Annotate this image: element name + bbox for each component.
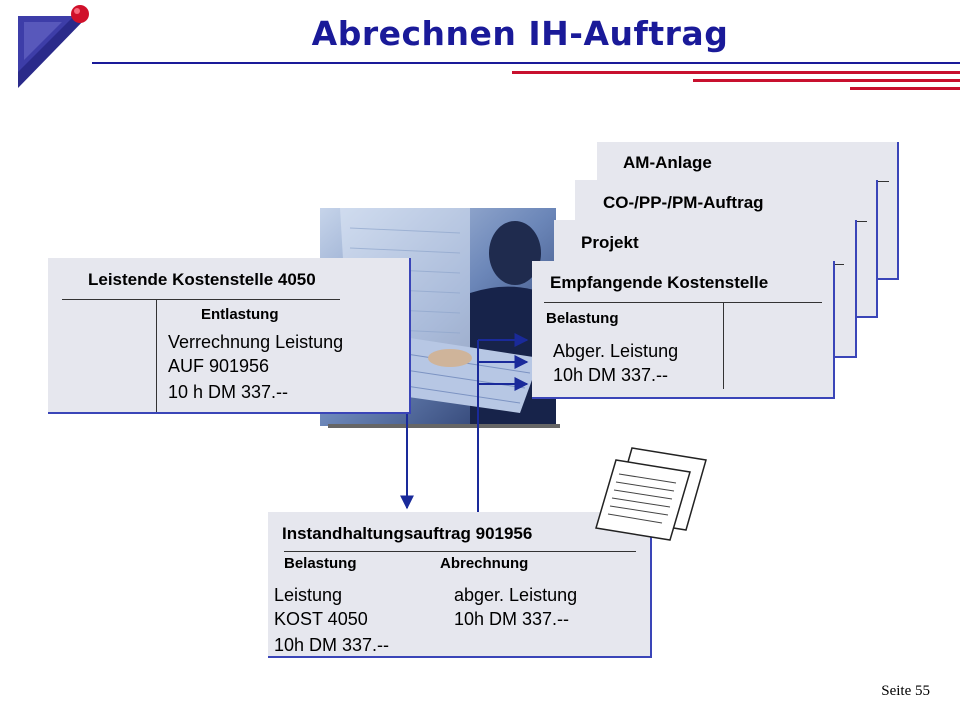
sender-line-1: Verrechnung Leistung xyxy=(168,332,344,352)
page-title: Abrechnen IH-Auftrag xyxy=(311,14,729,53)
page-number: Seite 55 xyxy=(881,683,930,699)
order-card: Instandhaltungsauftrag 901956 Belastung … xyxy=(268,512,652,658)
order-title: Instandhaltungsauftrag 901956 xyxy=(282,524,533,543)
receiver-title-co-pp-pm: CO-/PP-/PM-Auftrag xyxy=(603,193,764,212)
receiver-title-am-anlage: AM-Anlage xyxy=(623,153,712,172)
receiver-line-1: Abger. Leistung xyxy=(553,341,679,361)
order-right-line-1: abger. Leistung xyxy=(454,585,578,605)
documents-icon xyxy=(595,447,707,541)
photo-shadow xyxy=(328,424,560,428)
order-column-belastung: Belastung xyxy=(284,555,357,572)
receiver-title-kostenstelle: Empfangende Kostenstelle xyxy=(550,273,769,292)
order-column-abrechnung: Abrechnung xyxy=(440,555,529,572)
order-left-line-3: 10h DM 337.-- xyxy=(274,635,390,655)
receiver-line-2: 10h DM 337.-- xyxy=(553,365,669,385)
order-left-line-2: KOST 4050 xyxy=(274,609,368,629)
sender-line-3: 10 h DM 337.-- xyxy=(168,382,289,402)
header-rule-red-3 xyxy=(850,87,960,90)
sender-line-2: AUF 901956 xyxy=(168,356,270,376)
sender-card: Leistende Kostenstelle 4050 Entlastung V… xyxy=(48,258,411,414)
header-rule-red-2 xyxy=(693,79,960,82)
header-rule-blue xyxy=(92,62,960,64)
receiver-card-kostenstelle: Empfangende Kostenstelle Belastung Abger… xyxy=(532,261,835,399)
order-left-line-1: Leistung xyxy=(274,585,343,605)
sender-title: Leistende Kostenstelle 4050 xyxy=(88,270,316,289)
header-rule-red-1 xyxy=(512,71,960,74)
order-right-line-2: 10h DM 337.-- xyxy=(454,609,570,629)
logo-icon xyxy=(18,5,89,88)
receiver-title-projekt: Projekt xyxy=(581,233,639,252)
receiver-column-belastung: Belastung xyxy=(546,310,619,327)
sender-column-entlastung: Entlastung xyxy=(201,306,279,323)
